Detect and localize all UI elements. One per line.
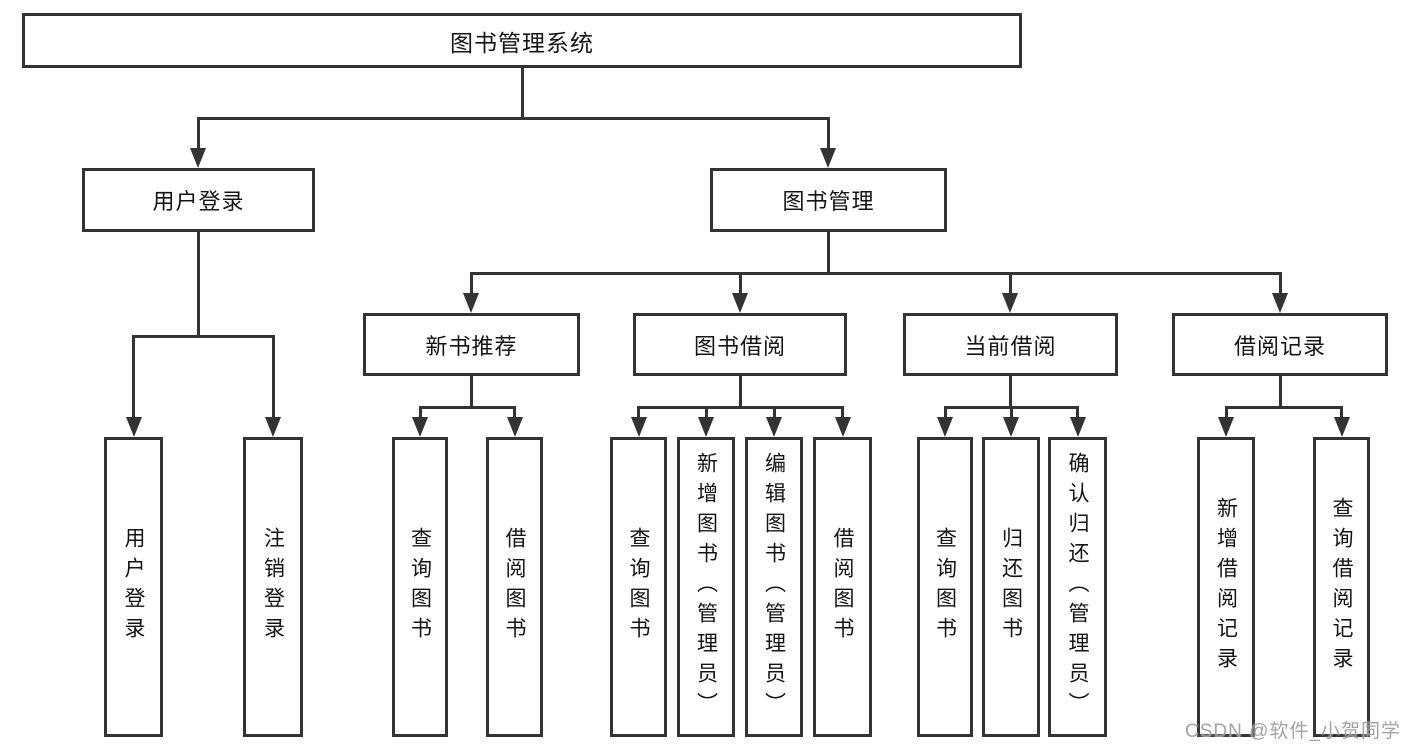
connector-line <box>1009 376 1012 409</box>
connector-line <box>1076 406 1079 420</box>
leaf-search-books: 查询图书 <box>917 437 973 737</box>
node-book-borrow: 图书借阅 <box>633 313 847 376</box>
leaf-label: 借阅图书 <box>831 527 855 647</box>
arrow-down-icon <box>1003 417 1019 437</box>
connector-line <box>705 406 708 420</box>
arrow-down-icon <box>820 148 836 168</box>
csdn-watermark: CSDN @软件_小贺同学 <box>1185 721 1401 742</box>
connector-line <box>773 406 776 420</box>
connector-line <box>197 117 200 151</box>
arrow-down-icon <box>412 417 428 437</box>
leaf-label: 用户登录 <box>122 527 146 647</box>
arrow-down-icon <box>1218 417 1234 437</box>
arrow-down-icon <box>1002 293 1018 313</box>
node-current-borrow: 当前借阅 <box>903 313 1118 376</box>
connector-line <box>1279 376 1282 409</box>
node-borrow-records: 借阅记录 <box>1172 313 1388 376</box>
connector-line <box>827 117 830 151</box>
leaf-return-books: 归还图书 <box>982 437 1040 737</box>
arrow-down-icon <box>1272 293 1288 313</box>
node-root: 图书管理系统 <box>22 13 1022 68</box>
connector-line <box>841 406 844 420</box>
connector-line <box>637 406 640 420</box>
arrow-down-icon <box>265 417 281 437</box>
leaf-label: 查询图书 <box>408 527 432 647</box>
leaf-borrow-books: 借阅图书 <box>486 437 543 737</box>
leaf-label: 确认归还（管理员） <box>1066 452 1090 722</box>
leaf-label: 查询图书 <box>933 527 957 647</box>
arrow-down-icon <box>835 417 851 437</box>
leaf-label: 归还图书 <box>999 527 1023 647</box>
leaf-label: 编辑图书（管理员） <box>762 452 786 722</box>
leaf-search-books: 查询图书 <box>392 437 448 737</box>
connector-line <box>1225 406 1228 420</box>
leaf-label: 新增借阅记录 <box>1214 497 1238 677</box>
leaf-edit-book-admin: 编辑图书（管理员） <box>745 437 803 737</box>
connector-line <box>944 406 947 420</box>
connector-line <box>470 376 473 409</box>
connector-line <box>1279 272 1282 296</box>
leaf-label: 新增图书（管理员） <box>694 452 718 722</box>
connector-line <box>419 406 422 420</box>
connector-line <box>197 117 830 120</box>
leaf-label: 查询借阅记录 <box>1330 497 1354 677</box>
connector-line <box>1225 406 1343 409</box>
leaf-label: 借阅图书 <box>503 527 527 647</box>
arrow-down-icon <box>190 148 206 168</box>
connector-line <box>470 272 473 296</box>
leaf-search-borrow-record: 查询借阅记录 <box>1313 437 1370 737</box>
arrow-down-icon <box>698 417 714 437</box>
leaf-search-books: 查询图书 <box>610 437 667 737</box>
connector-line <box>1009 272 1012 296</box>
leaf-label: 查询图书 <box>627 527 651 647</box>
arrow-down-icon <box>766 417 782 437</box>
leaf-label: 注销登录 <box>261 527 285 647</box>
leaf-logout: 注销登录 <box>243 437 303 737</box>
leaf-borrow-books: 借阅图书 <box>813 437 872 737</box>
connector-line <box>132 335 135 420</box>
connector-line <box>132 335 274 338</box>
connector-line <box>739 376 742 409</box>
arrow-down-icon <box>463 293 479 313</box>
leaf-add-borrow-record: 新增借阅记录 <box>1197 437 1255 737</box>
arrow-down-icon <box>1070 417 1086 437</box>
node-new-book-recommend: 新书推荐 <box>363 313 580 376</box>
connector-line <box>419 406 516 409</box>
leaf-user-login: 用户登录 <box>104 437 163 737</box>
arrow-down-icon <box>732 293 748 313</box>
connector-line <box>197 232 200 338</box>
connector-line <box>470 272 1282 275</box>
connector-line <box>827 232 830 275</box>
node-book-management: 图书管理 <box>710 168 947 232</box>
arrow-down-icon <box>507 417 523 437</box>
node-user-login: 用户登录 <box>82 168 315 232</box>
arrow-down-icon <box>631 417 647 437</box>
connector-line <box>1340 406 1343 420</box>
arrow-down-icon <box>1334 417 1350 437</box>
connector-line <box>272 335 275 420</box>
leaf-confirm-return-admin: 确认归还（管理员） <box>1048 437 1107 737</box>
arrow-down-icon <box>126 417 142 437</box>
leaf-add-book-admin: 新增图书（管理员） <box>677 437 735 737</box>
arrow-down-icon <box>937 417 953 437</box>
connector-line <box>521 68 524 120</box>
connector-line <box>739 272 742 296</box>
connector-line <box>637 406 844 409</box>
connector-line <box>1010 406 1013 420</box>
connector-line <box>513 406 516 420</box>
